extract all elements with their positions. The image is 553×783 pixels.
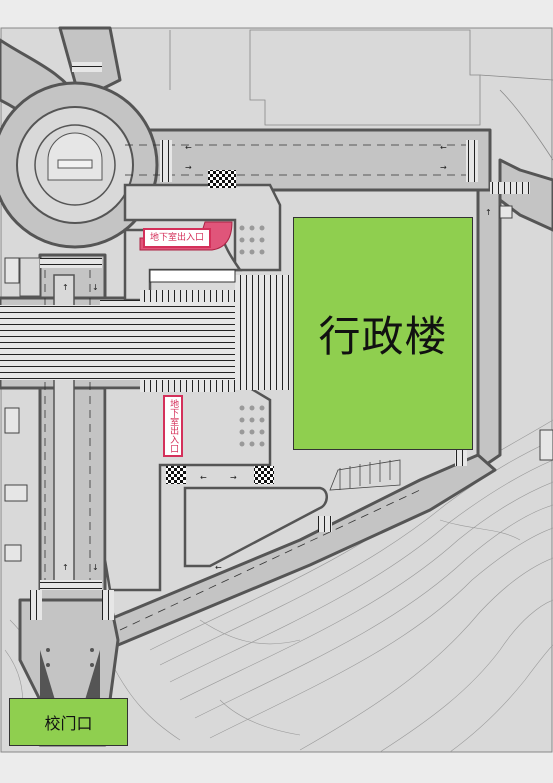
terrain-contours [4, 419, 553, 753]
basement-exit-top[interactable]: 地下室出入口 [143, 228, 211, 248]
ramp-entrance-strip [149, 269, 236, 283]
gate-barriers [40, 648, 100, 700]
crossing-pads [166, 170, 274, 484]
svg-text:→: → [230, 473, 237, 482]
north-buildings [169, 29, 553, 161]
school-gate-label: 校门口 [44, 714, 93, 733]
small-structures [4, 205, 553, 562]
svg-text:↑: ↑ [62, 283, 69, 292]
svg-text:→: → [185, 163, 192, 172]
direction-arrows: ↑ ↑ ↓ ↓ ← → ← → ← → ← ↑ [62, 143, 492, 572]
parking-markers [239, 225, 265, 447]
svg-text:←: ← [200, 473, 207, 482]
svg-text:→: → [440, 163, 447, 172]
lane-markings [44, 144, 470, 631]
svg-text:↓: ↓ [92, 563, 99, 572]
svg-text:←: ← [440, 143, 447, 152]
parking-stalls [329, 459, 401, 491]
svg-text:↑: ↑ [485, 208, 492, 217]
traffic-islands [19, 183, 328, 592]
admin-building-label: 行政楼 [318, 312, 448, 361]
svg-text:↓: ↓ [92, 283, 99, 292]
crosswalks [0, 62, 530, 620]
basement-exit-side[interactable]: 地下室出入口 [163, 395, 183, 457]
admin-building[interactable]: 行政楼 [293, 217, 473, 450]
basement-exit-side-label: 地下室出入口 [168, 399, 179, 453]
svg-text:↑: ↑ [62, 563, 69, 572]
basement-exit-top-label: 地下室出入口 [149, 232, 204, 243]
school-gate[interactable]: 校门口 [9, 698, 128, 746]
svg-text:←: ← [215, 563, 222, 572]
roundabout [0, 81, 159, 249]
svg-text:←: ← [185, 143, 192, 152]
